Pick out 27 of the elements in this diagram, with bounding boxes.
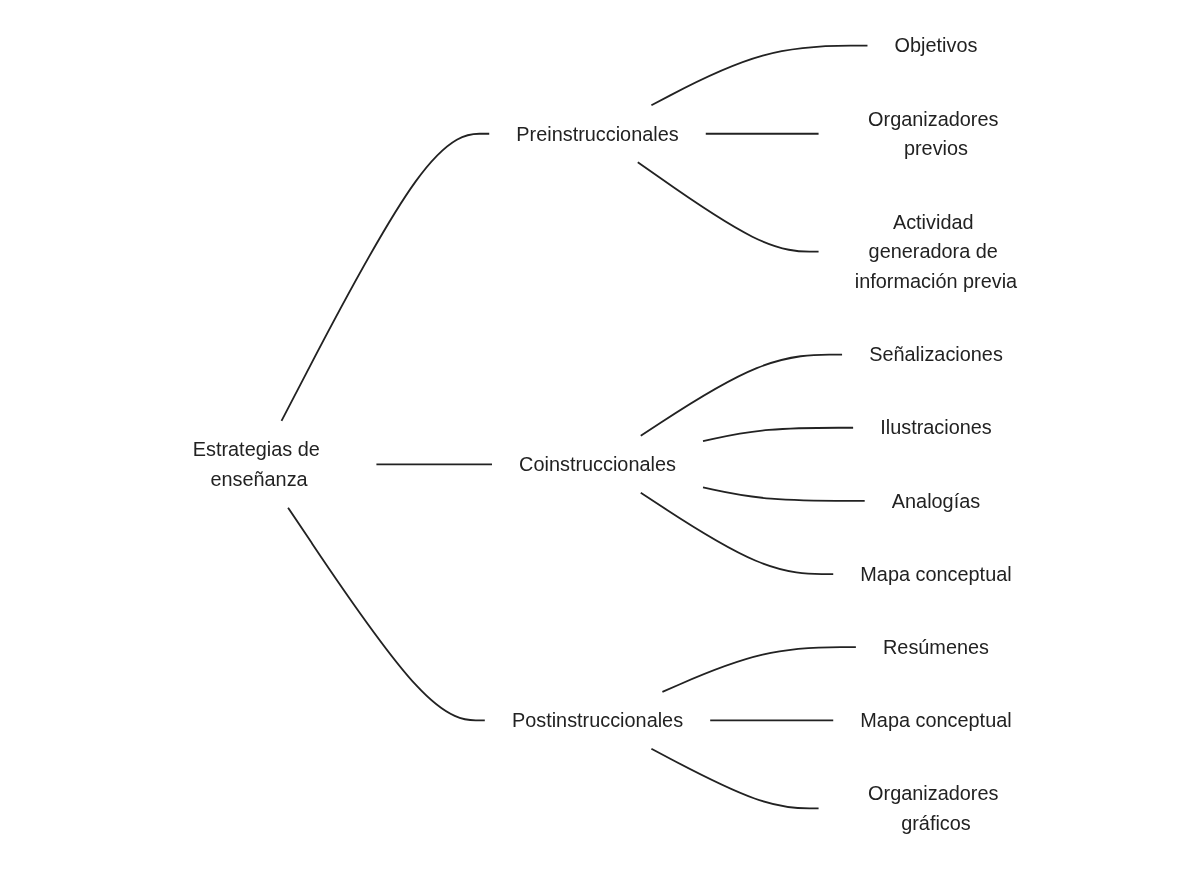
node-text: Coinstruccionales (519, 453, 676, 476)
connector (280, 132, 491, 422)
connector (702, 486, 866, 502)
connector (661, 646, 857, 693)
connector (702, 426, 855, 443)
connector (709, 719, 835, 722)
node-text: Analogías (891, 489, 981, 513)
node-text: Mapa conceptual (860, 562, 1012, 586)
node-text: Mapa conceptual (860, 709, 1012, 732)
node-text: Actividad generadora de información previa (854, 210, 1018, 293)
connector (375, 463, 493, 466)
connector (650, 747, 820, 810)
node-text: Estrategias de enseñanza (192, 438, 320, 491)
connector (650, 44, 869, 107)
connector (636, 161, 820, 253)
node-text: Organizadores gráficos (868, 782, 999, 835)
node-text: Resúmenes (882, 635, 990, 659)
node-text: Preinstruccionales (516, 122, 679, 146)
node-text: Organizadores previos (868, 107, 999, 160)
node-text: Señalizaciones (869, 343, 1003, 366)
connector (639, 353, 843, 437)
node-text: Postinstruccionales (511, 709, 684, 732)
node-text: Objetivos (894, 34, 978, 57)
node-text: Ilustraciones (880, 416, 992, 440)
connector (639, 491, 835, 575)
connector (704, 132, 820, 135)
connector (287, 506, 486, 722)
